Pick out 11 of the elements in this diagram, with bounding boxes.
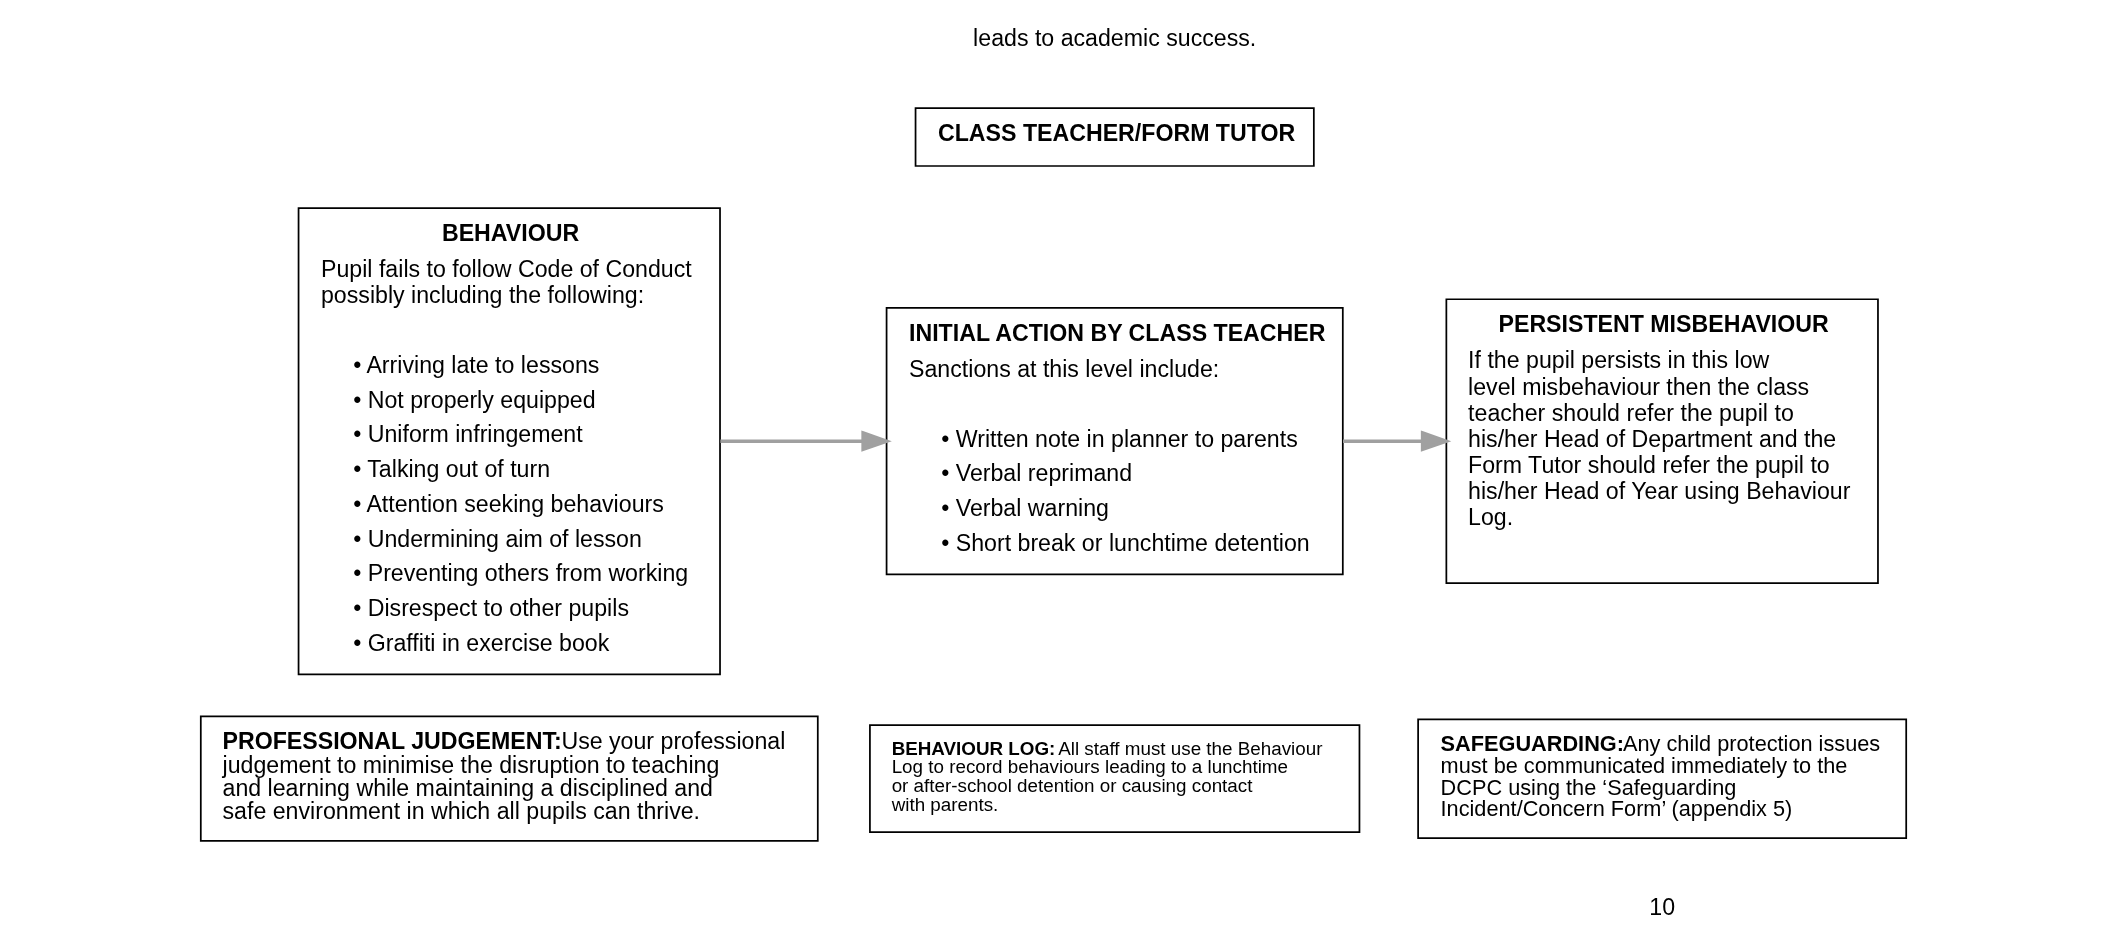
node-box: CLASS TEACHER/FORM TUTOR (914, 107, 1315, 167)
label: leads to academic success. (973, 24, 1257, 51)
label: 10 (1649, 893, 1676, 920)
node-box: INITIAL ACTION BY CLASS TEACHER Sanctions at this level include: • Written note in planner to parents • Verbal reprimand • Verbal warning • Short break or lunchtime detention (885, 307, 1344, 576)
node-box: BEHAVIOUR LOG:All staff must use the Behaviour Log to record behaviours leading to a lunchtime or after-school detention or causing contact with parents. (869, 724, 1361, 834)
arrow (720, 430, 892, 452)
arrow (1343, 430, 1452, 452)
node-box: SAFEGUARDING:Any child protection issues must be communicated immediately to the DCPC using the ‘Safeguarding Incident/Concern Form’ (appendix 5) (1417, 718, 1908, 839)
node-box: PROFESSIONAL JUDGEMENT:Use your professional judgement to minimise the disruption to teaching and learning while maintaining a disciplined and safe environment in which all pupils can thrive. (199, 715, 819, 842)
node-box: BEHAVIOUR Pupil fails to follow Code of Conduct possibly including the following: • Arriving late to lessons • Not properly equipped • Uniform infringement • Talking out of turn • Attention seeking behaviours • Undermining aim of lesson • Preventing others from working • Disrespect to other pupils • Graffiti in exercise book (297, 207, 721, 676)
node-box: PERSISTENT MISBEHAVIOUR If the pupil persists in this low level misbehaviour then the class teacher should refer the pupil to his/her Head of Department and the Form Tutor should refer the pupil to his/her Head of Year using Behaviour Log. (1445, 298, 1879, 584)
